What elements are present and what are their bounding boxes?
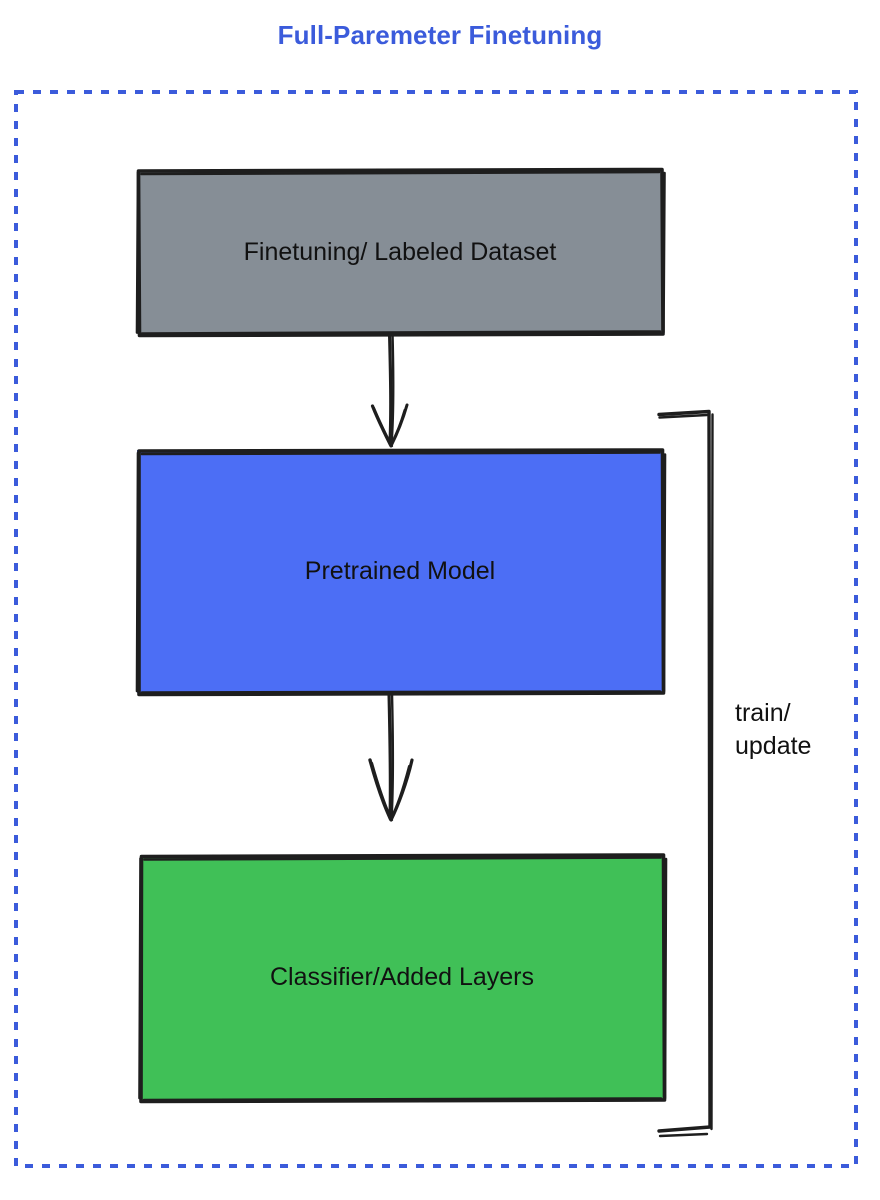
node-finetuning-labeled-dataset[interactable]: Finetuning/ Labeled Dataset bbox=[135, 167, 666, 338]
edge-label-train-update: train/ update bbox=[735, 699, 812, 760]
node-classifier-added-layers[interactable]: Classifier/Added Layers bbox=[138, 853, 668, 1104]
arrow-dataset-to-pretrained-model bbox=[350, 330, 440, 456]
node-label-pretrained: Pretrained Model bbox=[304, 557, 496, 586]
node-label-classifier: Classifier/Added Layers bbox=[269, 963, 534, 992]
arrow-pretrained-model-to-classifier bbox=[340, 690, 440, 862]
node-label-dataset: Finetuning/ Labeled Dataset bbox=[243, 237, 557, 266]
node-pretrained-model[interactable]: Pretrained Model bbox=[135, 448, 667, 697]
page-title: Full-Paremeter Finetuning bbox=[277, 20, 603, 50]
